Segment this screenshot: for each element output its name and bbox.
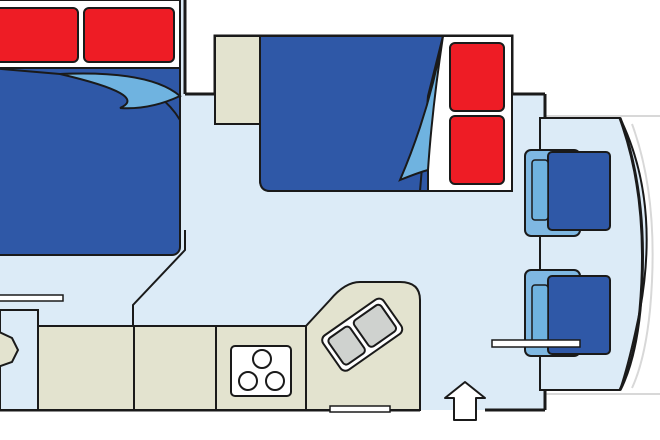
cab-seat-top <box>524 149 611 237</box>
burner <box>252 349 272 369</box>
cab-seat-bottom <box>524 269 611 357</box>
rear-bed <box>0 0 182 256</box>
overhead-bed <box>259 35 513 192</box>
burner <box>238 371 258 391</box>
wardrobe-cabinet <box>214 35 263 125</box>
partition-wall <box>132 230 186 328</box>
overhead-bed-pillows <box>449 42 505 185</box>
sink-basin <box>327 325 366 366</box>
double-sink <box>321 297 404 372</box>
cooktop <box>230 345 292 397</box>
cab-table <box>491 339 581 348</box>
rear-bed-pillows <box>0 7 175 63</box>
up-arrow-icon <box>444 381 486 421</box>
burner <box>265 371 285 391</box>
rear-bed-sheet-fold <box>59 72 182 110</box>
overhead-bed-sheet-fold <box>398 35 444 182</box>
sink-basin <box>352 303 398 348</box>
bath-area <box>0 294 64 411</box>
